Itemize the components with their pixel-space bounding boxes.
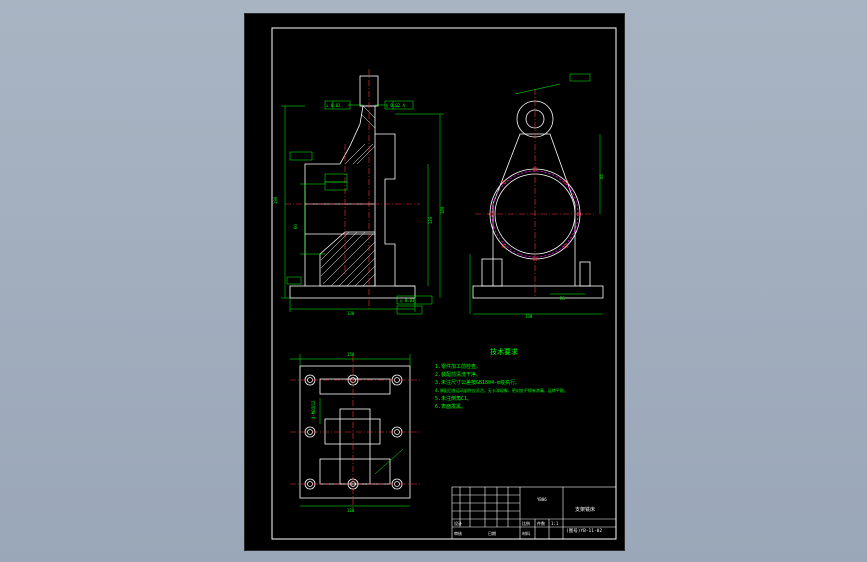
top-dimensions <box>290 354 411 507</box>
top-centerlines <box>290 356 420 508</box>
technical-notes: 技术要求 1.零件加工前检查。 2.装配前清洗干净。 3.未注尺寸公差按GB18… <box>435 347 568 410</box>
svg-text:4-M8深12: 4-M8深12 <box>310 400 316 419</box>
front-dimensions <box>281 100 444 315</box>
label-material: 材料 <box>522 530 530 536</box>
note-6: 6.表面发黑。 <box>435 403 466 410</box>
side-dim-text: 130 85 R5 <box>525 174 604 319</box>
cad-drawing: 190 180 120 130 60 ⊥ 0.02 ∥ 0.02 A ◎ 0.0… <box>271 27 617 540</box>
stamp: YB06 <box>537 497 547 502</box>
front-centerlines <box>285 69 420 309</box>
front-section-view <box>289 75 416 299</box>
note-2: 2.装配前清洗干净。 <box>435 371 481 378</box>
svg-text:130: 130 <box>347 311 355 316</box>
label-date: 日期 <box>488 530 496 536</box>
drawing-number: (图号)YB-11-02 <box>566 528 602 534</box>
svg-text:R5: R5 <box>560 296 565 301</box>
note-3: 3.未注尺寸公差按GB1804-m级执行。 <box>435 379 520 386</box>
svg-text:180: 180 <box>440 206 445 214</box>
drawing-sheet: 190 180 120 130 60 ⊥ 0.02 ∥ 0.02 A ◎ 0.0… <box>244 13 625 551</box>
svg-text:190: 190 <box>273 196 278 204</box>
note-5: 5.未注倒角C1。 <box>435 395 472 402</box>
note-4: 4.装配后各运动部件应灵活，无卡滞现象，密封处不得有渗漏，运转平稳。 <box>435 387 568 393</box>
svg-text:85: 85 <box>599 174 604 179</box>
svg-text:∥ 0.02 A: ∥ 0.02 A <box>386 103 405 108</box>
label-scale: 比例 <box>522 520 530 526</box>
top-dim-text: 150 120 4-M8深12 <box>310 352 355 513</box>
label-designer: 设计 <box>454 520 462 526</box>
svg-text:⊥ 0.02: ⊥ 0.02 <box>326 103 341 108</box>
drawing-frame <box>271 27 617 540</box>
side-centerlines <box>475 89 595 299</box>
label-quantity: 件数 <box>537 520 545 526</box>
notes-title: 技术要求 <box>490 347 518 356</box>
front-dim-text: 190 180 120 130 60 ⊥ 0.02 ∥ 0.02 A ◎ 0.0… <box>273 103 445 316</box>
side-dimensions <box>469 73 603 315</box>
svg-text:120: 120 <box>428 216 433 224</box>
svg-text:60: 60 <box>293 224 298 229</box>
title-block-text: YB06 支架铣床 (图号)YB-11-02 比例 件数 1:1 设计 审核 材… <box>454 497 602 536</box>
label-scale-value: 1:1 <box>551 521 559 526</box>
svg-text:130: 130 <box>525 314 533 319</box>
label-checker: 审核 <box>454 530 462 536</box>
svg-text:◎ 0.03: ◎ 0.03 <box>400 298 415 303</box>
title-block <box>451 486 617 540</box>
svg-text:120: 120 <box>347 508 355 513</box>
svg-text:150: 150 <box>347 352 355 357</box>
side-view <box>472 100 604 299</box>
note-1: 1.零件加工前检查。 <box>435 363 481 370</box>
part-name: 支架铣床 <box>575 506 595 513</box>
